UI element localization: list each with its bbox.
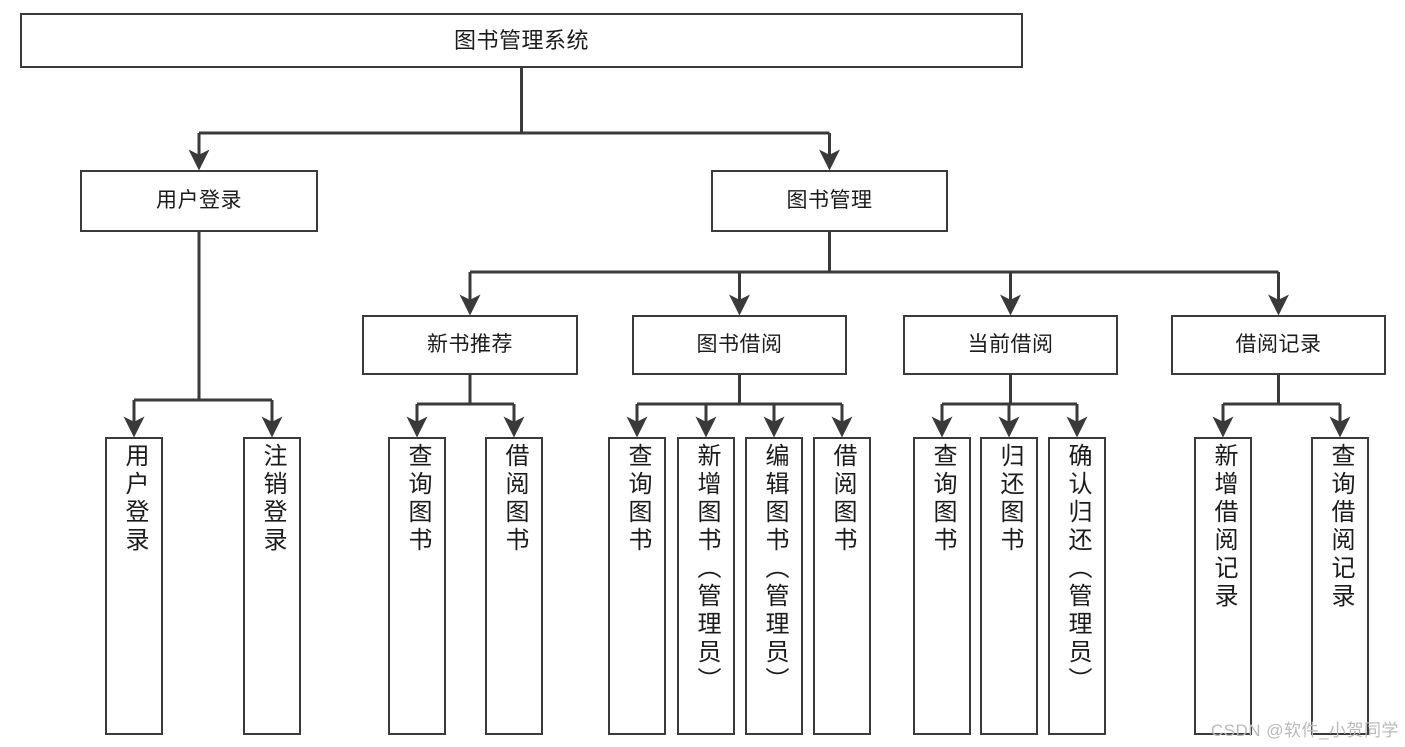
- node-leaf-query-book-3[interactable]: 查询图书: [913, 437, 971, 735]
- node-leaf-confirm-return-label: 确认归还（管理员）: [1064, 443, 1091, 695]
- node-current-borrow-label: 当前借阅: [967, 332, 1054, 356]
- node-book-borrow[interactable]: 图书借阅: [632, 315, 847, 375]
- node-leaf-add-book[interactable]: 新增图书（管理员）: [677, 437, 735, 735]
- node-user-login-label: 用户登录: [156, 188, 242, 212]
- node-book-management-label: 图书管理: [786, 188, 873, 212]
- node-current-borrow[interactable]: 当前借阅: [903, 315, 1118, 375]
- node-leaf-query-book-2[interactable]: 查询图书: [608, 437, 666, 735]
- node-leaf-user-login-label: 用户登录: [121, 443, 148, 555]
- node-new-book-recommend-label: 新书推荐: [427, 332, 513, 356]
- node-borrow-record[interactable]: 借阅记录: [1171, 315, 1386, 375]
- node-leaf-edit-book-label: 编辑图书（管理员）: [761, 443, 788, 695]
- csdn-watermark: CSDN @软件_小贺同学: [1210, 721, 1399, 740]
- node-borrow-record-label: 借阅记录: [1235, 332, 1322, 356]
- node-leaf-query-record-label: 查询借阅记录: [1327, 443, 1354, 611]
- node-leaf-query-book-2-label: 查询图书: [624, 443, 651, 555]
- node-leaf-borrow-book-1[interactable]: 借阅图书: [485, 437, 543, 735]
- node-leaf-query-record[interactable]: 查询借阅记录: [1311, 437, 1369, 735]
- node-leaf-edit-book[interactable]: 编辑图书（管理员）: [745, 437, 803, 735]
- node-book-management[interactable]: 图书管理: [711, 170, 948, 232]
- node-book-borrow-label: 图书借阅: [696, 332, 783, 356]
- node-leaf-confirm-return[interactable]: 确认归还（管理员）: [1048, 437, 1106, 735]
- node-leaf-borrow-book-2-label: 借阅图书: [829, 443, 856, 555]
- node-user-login[interactable]: 用户登录: [80, 170, 318, 232]
- node-leaf-add-record-label: 新增借阅记录: [1210, 443, 1237, 611]
- node-leaf-query-book-3-label: 查询图书: [929, 443, 956, 555]
- node-new-book-recommend[interactable]: 新书推荐: [362, 315, 578, 375]
- node-leaf-logout[interactable]: 注销登录: [243, 437, 301, 735]
- node-leaf-query-book-1[interactable]: 查询图书: [388, 437, 446, 735]
- node-leaf-query-book-1-label: 查询图书: [404, 443, 431, 555]
- node-root-label: 图书管理系统: [453, 27, 589, 53]
- node-leaf-add-book-label: 新增图书（管理员）: [693, 443, 720, 695]
- node-leaf-return-book-label: 归还图书: [996, 443, 1023, 555]
- node-leaf-add-record[interactable]: 新增借阅记录: [1194, 437, 1252, 735]
- node-leaf-borrow-book-2[interactable]: 借阅图书: [813, 437, 871, 735]
- node-root[interactable]: 图书管理系统: [20, 13, 1023, 68]
- node-leaf-user-login[interactable]: 用户登录: [105, 437, 163, 735]
- node-leaf-return-book[interactable]: 归还图书: [980, 437, 1038, 735]
- node-leaf-borrow-book-1-label: 借阅图书: [501, 443, 528, 555]
- node-leaf-logout-label: 注销登录: [259, 443, 286, 555]
